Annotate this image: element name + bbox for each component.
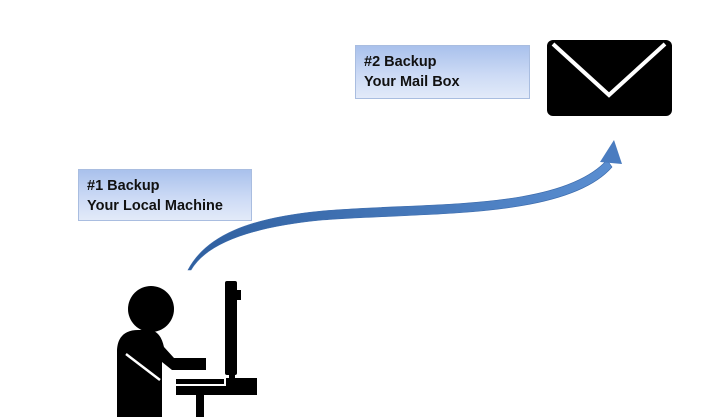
backup-flow-arrow <box>187 140 622 271</box>
backup-mail-title: #2 Backup <box>364 54 437 70</box>
backup-mail-subtitle: Your Mail Box <box>364 74 460 90</box>
person-at-computer-icon <box>117 281 257 417</box>
monitor <box>225 281 237 375</box>
backup-local-title: #1 Backup <box>87 178 160 194</box>
desk <box>176 386 257 395</box>
arrowhead <box>600 140 622 164</box>
envelope-icon <box>547 40 672 116</box>
backup-local-subtitle: Your Local Machine <box>87 198 223 214</box>
keyboard <box>176 379 224 384</box>
person-head <box>128 286 174 332</box>
monitor-stand <box>229 372 235 381</box>
person-body <box>117 330 206 417</box>
backup-local-machine-label: #1 Backup Your Local Machine <box>78 169 252 221</box>
backup-mail-box-label: #2 Backup Your Mail Box <box>355 45 530 99</box>
